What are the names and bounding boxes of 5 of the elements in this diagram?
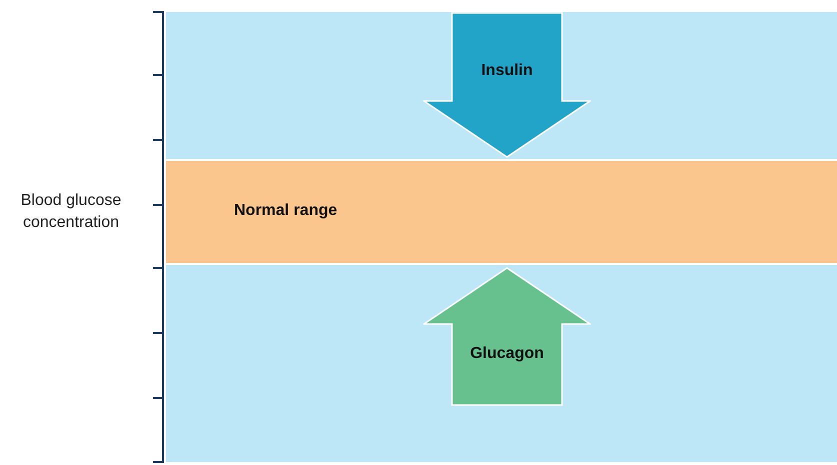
- range-band: [166, 159, 837, 265]
- axis-label: Blood glucose concentration: [20, 191, 122, 233]
- band-label: Normal range: [234, 202, 338, 220]
- arrow-label: Insulin: [481, 62, 533, 80]
- arrow-label: Glucagon: [470, 345, 544, 363]
